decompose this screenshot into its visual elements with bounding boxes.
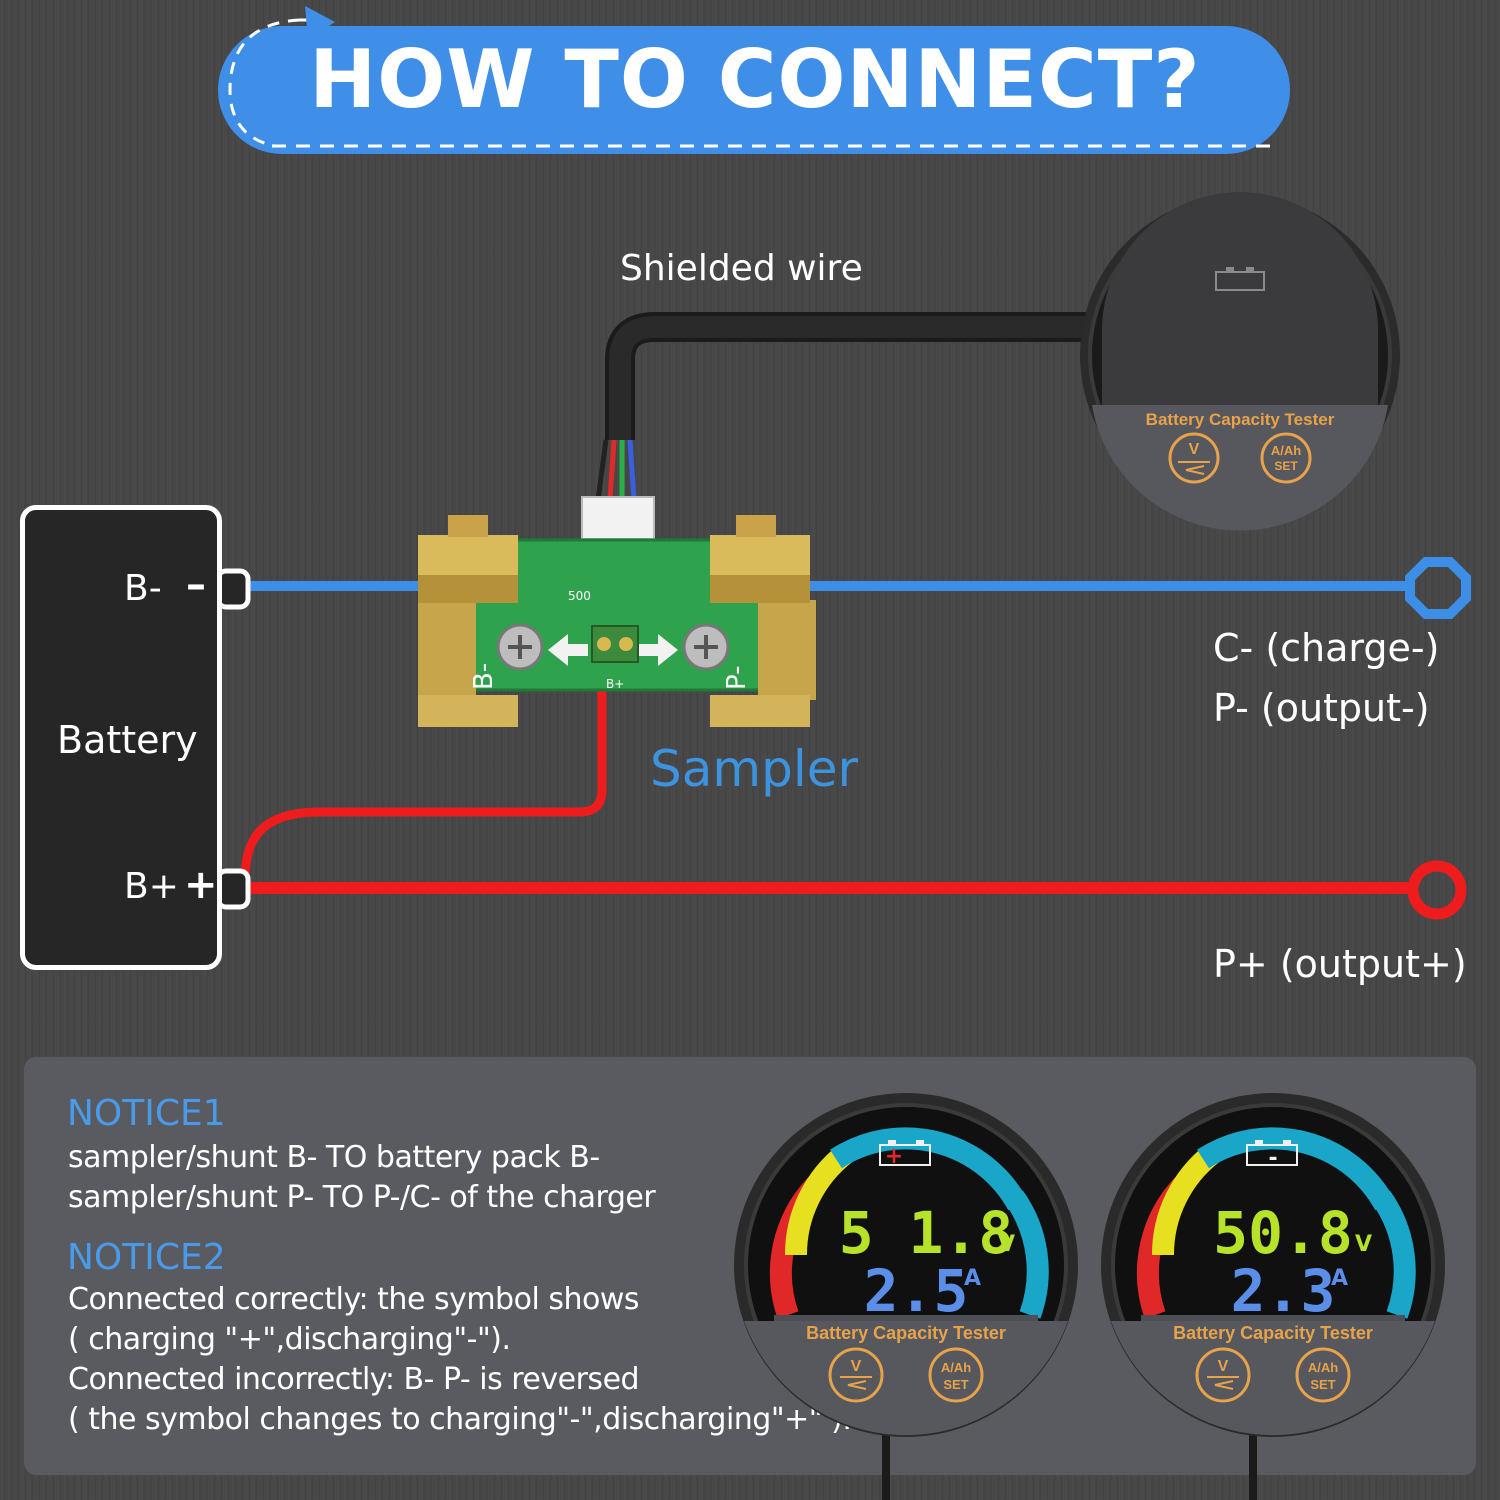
arrow-icon xyxy=(305,6,335,40)
plus-symbol: + xyxy=(184,862,218,908)
symbol-plus: + xyxy=(885,1144,903,1169)
v-button xyxy=(1168,432,1220,484)
shielded-wire xyxy=(605,312,1100,440)
page-title: HOW TO CONNECT? xyxy=(309,33,1201,126)
title-banner xyxy=(218,6,1290,154)
wiring-diagram: B- P- 500 B+ Battery Capacity Tester V A… xyxy=(215,192,1471,920)
set-button-bottom: SET xyxy=(1310,1377,1335,1392)
p-plus-label: P+ (output+) xyxy=(1213,942,1467,986)
set-button xyxy=(1260,432,1312,484)
current-readout: 2.5 xyxy=(864,1257,969,1325)
bplus-sense-wire xyxy=(240,660,607,881)
sensor-wires xyxy=(595,439,637,501)
symbol-minus: - xyxy=(1268,1146,1277,1171)
notice2-line: ( charging "+",discharging"-"). xyxy=(68,1322,511,1357)
shunt-b-label: B- xyxy=(469,663,499,690)
p-plus-terminal xyxy=(1407,860,1467,920)
set-button-bottom: SET xyxy=(1274,459,1298,473)
notice2-line: Connected correctly: the symbol shows xyxy=(68,1282,639,1317)
shunt-sampler: B- P- 500 B+ xyxy=(418,496,816,727)
notice1-title: NOTICE1 xyxy=(67,1093,226,1134)
battery-label: Battery xyxy=(57,718,198,762)
meter-brand: Battery Capacity Tester xyxy=(1173,1323,1373,1343)
v-button-label: V xyxy=(1218,1358,1229,1375)
set-button-top: A/Ah xyxy=(941,1360,971,1375)
voltage-unit: V xyxy=(1355,1232,1372,1257)
set-button-bottom: SET xyxy=(943,1377,968,1392)
battery-box xyxy=(20,505,222,970)
current-unit: A xyxy=(1331,1266,1348,1291)
voltage-unit: V xyxy=(998,1232,1015,1257)
b-minus-terminal xyxy=(215,568,251,610)
set-button-top: A/Ah xyxy=(1271,443,1301,458)
shunt-p-label: P- xyxy=(722,666,752,691)
voltage-readout: 50.8 xyxy=(1213,1199,1353,1267)
notice2-line: Connected incorrectly: B- P- is reversed xyxy=(68,1362,640,1397)
meter-brand: Battery Capacity Tester xyxy=(1146,410,1335,429)
notice2-title: NOTICE2 xyxy=(67,1237,226,1278)
c-minus-label: C- (charge-) xyxy=(1213,626,1440,670)
b-plus-terminal xyxy=(215,868,251,910)
v-button-label: V xyxy=(851,1358,862,1375)
notice1-line: sampler/shunt P- TO P-/C- of the charger xyxy=(68,1180,656,1215)
current-unit: A xyxy=(964,1266,981,1291)
c-minus-terminal xyxy=(1405,557,1471,619)
p-minus-label: P- (output-) xyxy=(1213,686,1430,730)
meters-bottom: + 5 1.8 V 2.5 A Battery Capacity Tester … xyxy=(0,1080,1500,1500)
shielded-wire-label: Shielded wire xyxy=(620,248,863,289)
meter-brand: Battery Capacity Tester xyxy=(806,1323,1006,1343)
voltage-readout: 5 1.8 xyxy=(839,1199,1014,1267)
shunt-500-label: 500 xyxy=(568,589,591,603)
sampler-label: Sampler xyxy=(650,740,859,798)
meter-top: Battery Capacity Tester V A/Ah SET xyxy=(1080,192,1400,531)
notice2-line: ( the symbol changes to charging"-",disc… xyxy=(68,1402,852,1437)
shunt-bplus-label: B+ xyxy=(606,677,624,691)
set-button-top: A/Ah xyxy=(1308,1360,1338,1375)
b-plus-label: B+ xyxy=(124,866,179,907)
battery-icon xyxy=(1215,271,1265,291)
meter-discharging: - 50.8 V 2.3 A Battery Capacity Tester V… xyxy=(1101,1093,1445,1500)
current-readout: 2.3 xyxy=(1231,1257,1336,1325)
minus-symbol: – xyxy=(186,562,206,608)
notice1-line: sampler/shunt B- TO battery pack B- xyxy=(68,1140,600,1175)
b-minus-label: B- xyxy=(124,568,162,609)
v-button-label: V xyxy=(1189,441,1200,458)
meter-charging: + 5 1.8 V 2.5 A Battery Capacity Tester … xyxy=(734,1093,1078,1500)
